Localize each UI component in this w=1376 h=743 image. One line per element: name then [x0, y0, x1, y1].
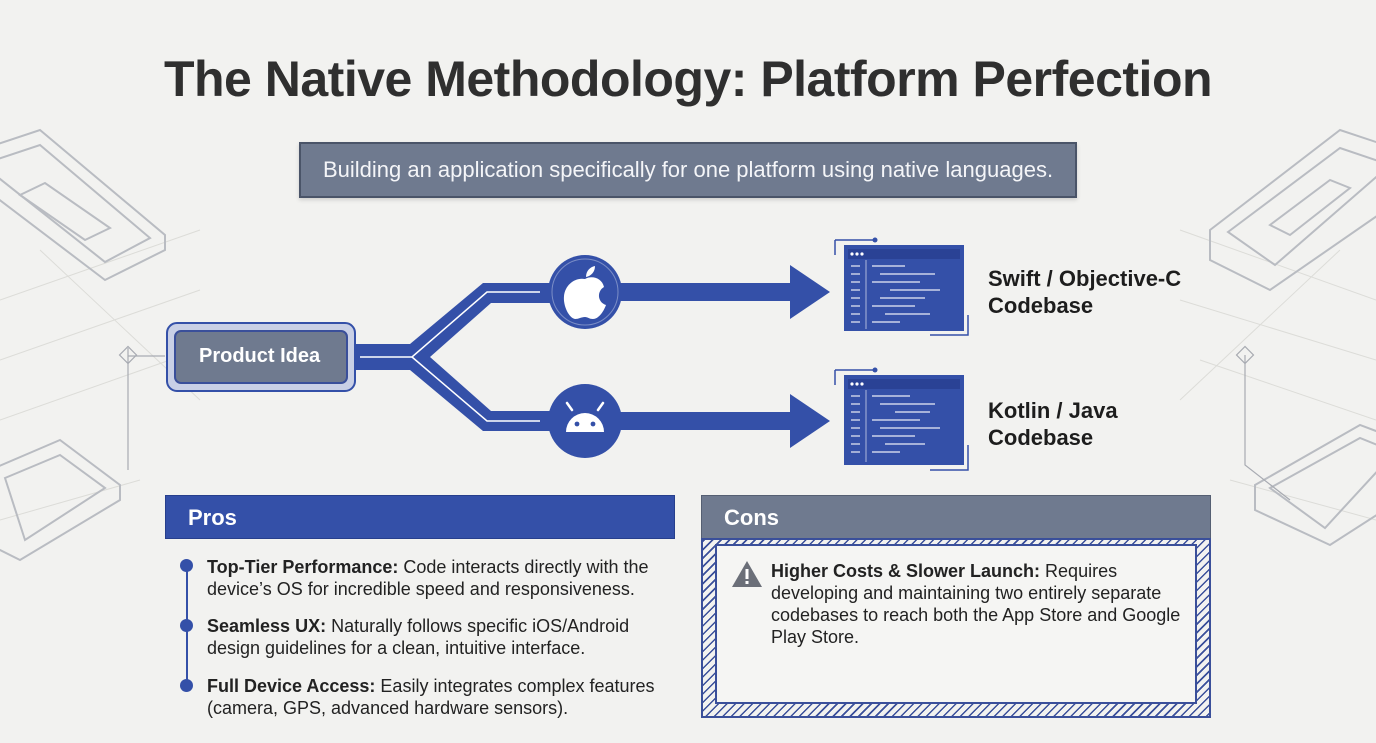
pros-bullet — [180, 679, 193, 692]
product-idea-label: Product Idea — [199, 345, 321, 367]
cons-box: Higher Costs & Slower Launch: Requires d… — [701, 538, 1211, 718]
apple-icon — [548, 255, 622, 329]
pros-item: Top-Tier Performance: Code interacts dir… — [207, 556, 677, 600]
pros-item-title: Seamless UX: — [207, 616, 327, 636]
product-idea-node — [166, 322, 356, 392]
pros-list: Top-Tier Performance: Code interacts dir… — [165, 545, 685, 735]
phone-wireframe-right-top — [1209, 128, 1376, 292]
pros-item-title: Top-Tier Performance: — [207, 557, 399, 577]
cons-item-text: Requires developing and maintaining two … — [771, 561, 1181, 647]
ios-arrow — [605, 265, 830, 319]
swift-codebase-label: Swift / Objective-C Codebase — [988, 266, 1182, 318]
pros-item: Full Device Access: Easily integrates co… — [207, 675, 677, 719]
pros-item-text: Naturally follows specific iOS/Android d… — [207, 616, 630, 658]
pros-item-text: Easily integrates complex features (came… — [207, 676, 655, 718]
cons-content: Higher Costs & Slower Launch: Requires d… — [715, 544, 1197, 704]
pros-item: Seamless UX: Naturally follows specific … — [207, 615, 677, 659]
phone-wireframe-right-bottom — [1254, 423, 1376, 547]
swift-code-window — [834, 237, 969, 336]
pros-item-text: Code interacts directly with the device’… — [207, 557, 649, 599]
page-title: The Native Methodology: Platform Perfect… — [163, 51, 1213, 107]
pros-heading: Pros — [165, 495, 675, 539]
phone-wireframe-left-bottom — [0, 438, 121, 562]
cons-item-title: Higher Costs & Slower Launch: — [771, 561, 1041, 581]
warning-icon — [732, 561, 762, 587]
cons-item: Higher Costs & Slower Launch: Requires d… — [771, 560, 1191, 648]
pros-bullet — [180, 559, 193, 572]
pros-item-title: Full Device Access: — [207, 676, 376, 696]
android-arrow — [605, 394, 830, 448]
android-icon — [548, 384, 622, 458]
phone-wireframe-left-top — [0, 128, 166, 282]
subtitle-banner: Building an application specifically for… — [299, 142, 1077, 198]
kotlin-code-window — [834, 367, 969, 471]
pros-bullet — [180, 619, 193, 632]
cons-heading: Cons — [701, 495, 1211, 539]
kotlin-codebase-label: Kotlin / Java Codebase — [988, 398, 1118, 450]
